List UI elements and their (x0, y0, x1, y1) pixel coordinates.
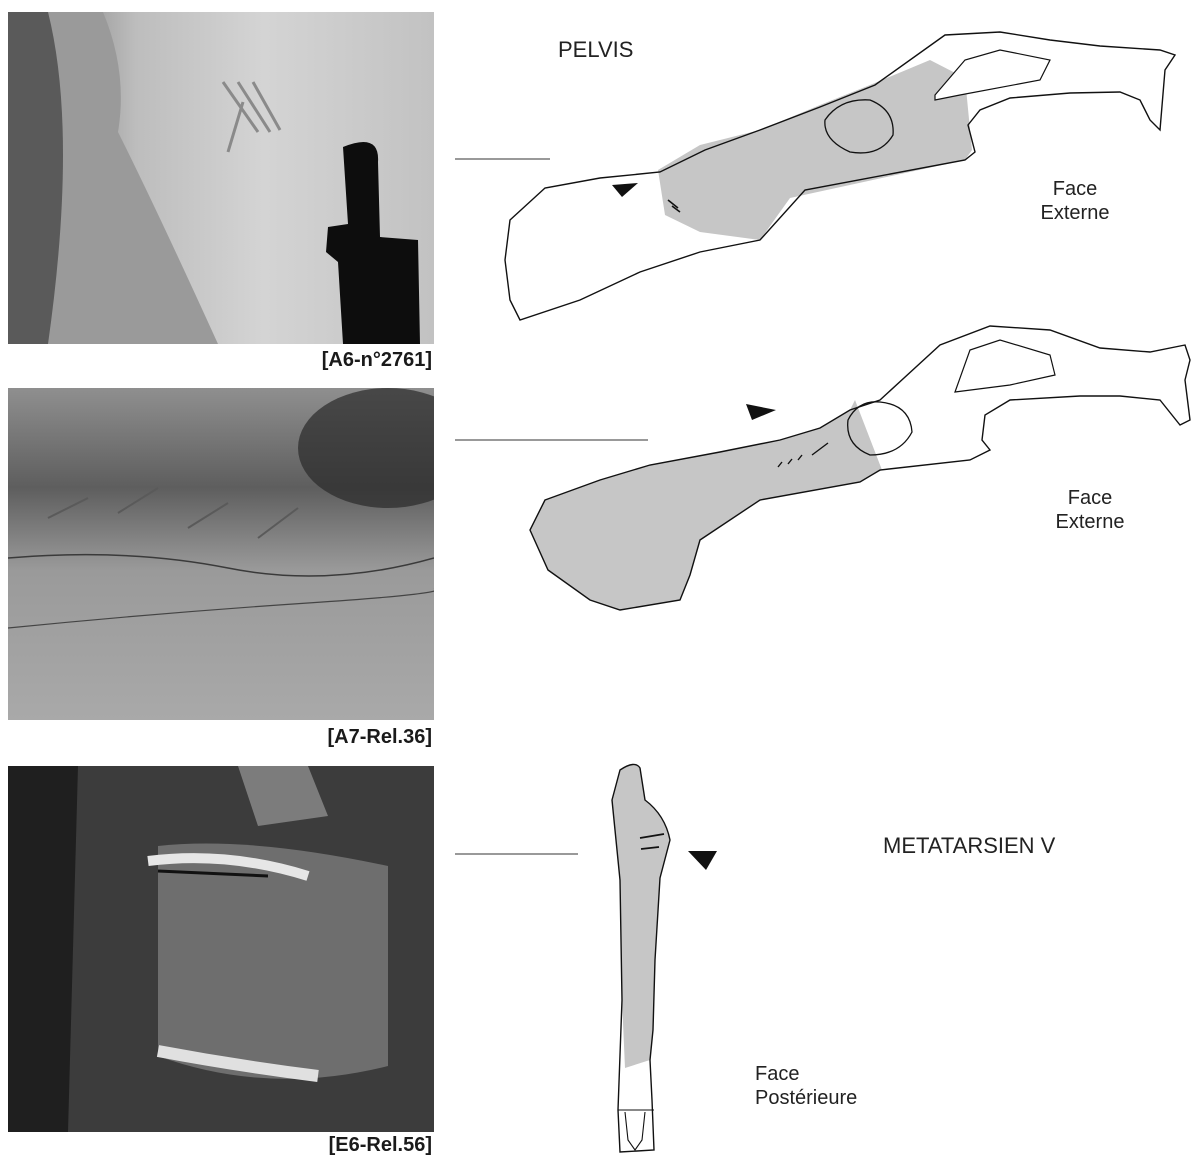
arrow-marker-3 (688, 851, 717, 870)
bone-title-metatarsal: METATARSIEN V (883, 834, 1055, 858)
arrow-marker-2 (746, 404, 776, 420)
pelvis-1-foramen (935, 50, 1050, 100)
pelvis-drawing-1 (505, 32, 1175, 320)
pelvis-drawing-2 (530, 326, 1190, 610)
face-label-1-line1: Face (1030, 177, 1120, 201)
face-label-3: Face Postérieure (755, 1062, 857, 1110)
face-label-3-line2: Postérieure (755, 1086, 857, 1110)
face-label-2: Face Externe (1045, 486, 1135, 534)
pelvis-2-foramen (955, 340, 1055, 392)
arrow-marker-1 (612, 183, 638, 197)
face-label-2-line2: Externe (1045, 510, 1135, 534)
face-label-1: Face Externe (1030, 177, 1120, 225)
pelvis-2-shaded-area (530, 400, 882, 610)
face-label-3-line1: Face (755, 1062, 857, 1086)
face-label-1-line2: Externe (1030, 201, 1120, 225)
face-label-2-line1: Face (1045, 486, 1135, 510)
bone-title-pelvis: PELVIS (558, 38, 633, 62)
metatarsal-drawing (612, 764, 717, 1152)
metatarsal-distal-end (618, 1110, 654, 1150)
